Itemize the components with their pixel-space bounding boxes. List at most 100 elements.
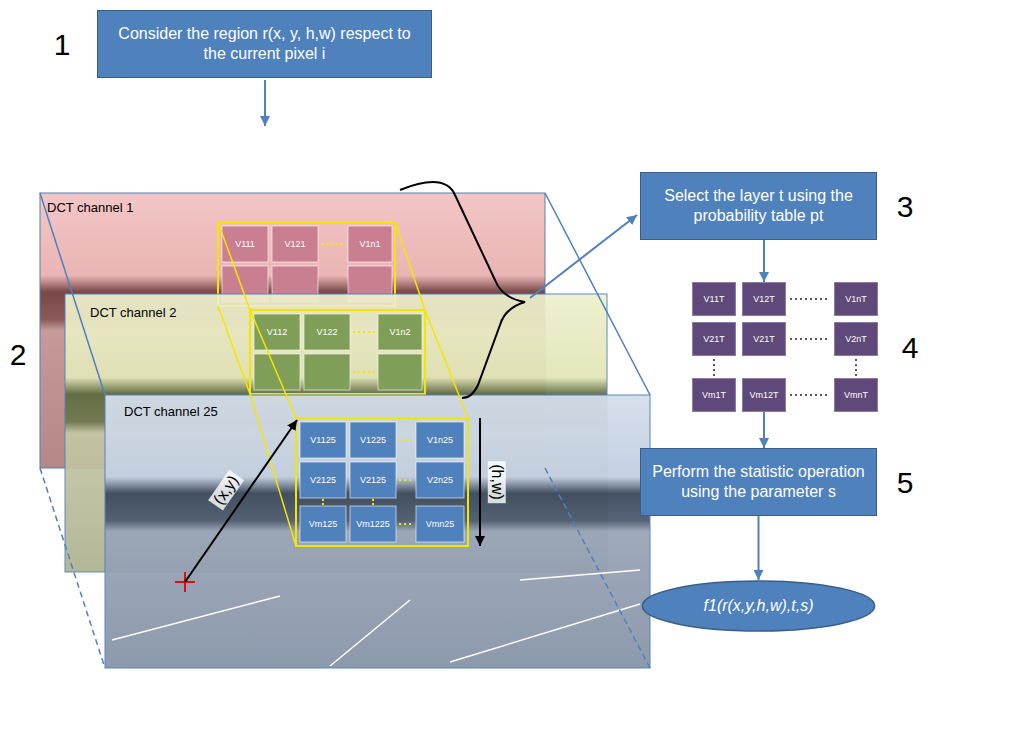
- channel-cell: [350, 506, 396, 542]
- process-box: Perform the statistic operation using th…: [640, 448, 877, 516]
- dotted-line: [322, 499, 324, 505]
- callout-number: 2: [10, 340, 27, 370]
- perspective-lines: [40, 193, 650, 668]
- channel-cell: [300, 506, 346, 542]
- text-holder: Vm12T: [749, 390, 778, 400]
- matrix-cell: V12T: [742, 282, 786, 316]
- cell-label: V112: [267, 328, 287, 337]
- cell-label: V2125: [360, 476, 386, 485]
- text-holder: Select the layer t using the probability…: [651, 186, 866, 226]
- node-text: V21T: [703, 334, 725, 344]
- channel-label: DCT channel 1: [47, 201, 133, 214]
- callout-number: 5: [897, 468, 914, 498]
- dotted-line: [399, 439, 413, 441]
- flow-arrow: [758, 516, 760, 580]
- ellipse-shape: [642, 581, 874, 631]
- bracket: [400, 182, 525, 398]
- channel-cell: [300, 462, 346, 498]
- channel-cell: [348, 226, 392, 262]
- node-text: Vm1T: [702, 390, 726, 400]
- dotted-line: [399, 479, 413, 481]
- node-text: V2nT: [845, 334, 867, 344]
- flow-arrow: [530, 215, 637, 298]
- node-text: f1(r(x,y,h,w),t,s): [704, 597, 814, 615]
- channel-cell: [378, 354, 422, 390]
- node-text: V11T: [704, 294, 725, 304]
- cell-label: V1n1: [359, 240, 380, 249]
- cell-label: Vm1225: [356, 520, 390, 529]
- channel-cell: [300, 422, 346, 458]
- cell-label: V1125: [310, 436, 335, 445]
- flow-arrow: [763, 240, 765, 282]
- text-holder: V12T: [753, 294, 775, 304]
- channel-label: DCT channel 2: [90, 306, 176, 319]
- matrix-cell: V2nT: [834, 322, 878, 356]
- process-box: Consider the region r(x, y, h,w) respect…: [97, 10, 432, 78]
- cell-label: Vm125: [309, 520, 338, 529]
- node-text: V12T: [753, 294, 775, 304]
- road-marking: [450, 604, 640, 662]
- channel-cell: [304, 354, 350, 390]
- matrix-cell: V21T: [692, 322, 736, 356]
- callout-number: 1: [54, 30, 71, 60]
- channel-cell: [272, 226, 318, 262]
- dotted-line: [353, 331, 375, 333]
- cell-label: Vmn25: [426, 520, 455, 529]
- node-text: Perform the statistic operation using th…: [651, 462, 866, 502]
- node-text: VmnT: [844, 390, 868, 400]
- matrix-cell: VmnT: [834, 378, 878, 412]
- cell-label: V111: [235, 240, 255, 249]
- callout-number: 4: [902, 333, 919, 363]
- callout-number: 3: [897, 192, 914, 222]
- channel-cell: [416, 506, 464, 542]
- text-holder: VmnT: [844, 390, 868, 400]
- dimension-label: (h,w): [488, 461, 506, 503]
- node-text: V21T: [753, 334, 775, 344]
- channel-cell: [416, 422, 464, 458]
- text-holder: Vm1T: [702, 390, 726, 400]
- channel-cell: [254, 314, 300, 350]
- channel-label: DCT channel 25: [124, 405, 218, 418]
- region-box: [296, 418, 468, 546]
- dotted-line: [321, 243, 345, 245]
- text-holder: V1nT: [845, 294, 867, 304]
- flow-arrow: [264, 80, 266, 126]
- text-holder: V21T: [703, 334, 725, 344]
- cell-label: V1n2: [389, 328, 410, 337]
- process-box: Select the layer t using the probability…: [640, 172, 877, 240]
- cell-label: V1225: [360, 436, 386, 445]
- offset-arrow: [185, 420, 297, 582]
- dotted-line: [399, 523, 413, 525]
- cell-label: V2125: [310, 476, 336, 485]
- text-holder: V21T: [753, 334, 775, 344]
- cell-label: V122: [316, 328, 337, 337]
- text-holder: f1(r(x,y,h,w),t,s): [704, 597, 814, 615]
- road-marking: [330, 600, 410, 666]
- dotted-line: [353, 371, 375, 373]
- matrix-cell: V11T: [692, 282, 736, 316]
- text-holder: Perform the statistic operation using th…: [651, 462, 866, 502]
- dotted-line: [372, 499, 374, 505]
- channel-image: [105, 395, 650, 668]
- channel-cell: [304, 314, 350, 350]
- matrix-cell: V21T: [742, 322, 786, 356]
- cell-label: V1n25: [427, 436, 453, 445]
- cell-label: V121: [284, 240, 305, 249]
- road-marking: [520, 570, 640, 580]
- channel-cell: [416, 462, 464, 498]
- size-arrow: [479, 418, 481, 546]
- road-marking: [112, 596, 280, 640]
- matrix-cell: V1nT: [834, 282, 878, 316]
- text-holder: V11T: [704, 294, 725, 304]
- channel-cell: [350, 462, 396, 498]
- region-prism-lines: [218, 222, 468, 546]
- flow-arrow: [763, 412, 765, 448]
- matrix-cell: Vm1T: [692, 378, 736, 412]
- node-text: Consider the region r(x, y, h,w) respect…: [108, 24, 421, 64]
- node-text: V1nT: [845, 294, 867, 304]
- text-holder: Consider the region r(x, y, h,w) respect…: [108, 24, 421, 64]
- text-holder: V2nT: [845, 334, 867, 344]
- region-box: [250, 310, 425, 394]
